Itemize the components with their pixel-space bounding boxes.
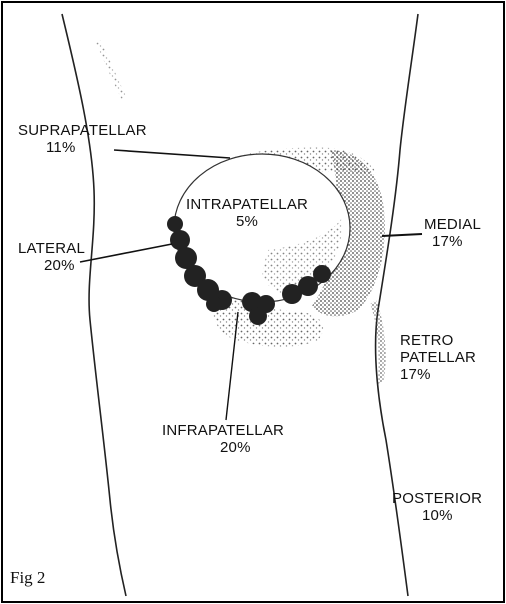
- posterior-name: POSTERIOR: [392, 490, 482, 507]
- retropatellar-name-line2: PATELLAR: [400, 349, 476, 366]
- intrapatellar-name: INTRAPATELLAR: [186, 196, 308, 213]
- medial-percent: 17%: [432, 233, 481, 250]
- label-medial: MEDIAL 17%: [424, 216, 481, 250]
- medial-leader: [382, 234, 422, 236]
- figure-caption: Fig 2: [10, 568, 45, 588]
- label-infrapatellar: INFRAPATELLAR 20%: [162, 422, 284, 456]
- label-posterior: POSTERIOR 10%: [392, 490, 482, 524]
- lateral-percent: 20%: [44, 257, 85, 274]
- posterior-percent: 10%: [422, 507, 482, 524]
- label-lateral: LATERAL 20%: [18, 240, 85, 274]
- intrapatellar-percent: 5%: [186, 213, 308, 230]
- suprapatellar-name: SUPRAPATELLAR: [18, 122, 147, 139]
- retropatellar-percent: 17%: [400, 366, 476, 383]
- label-intrapatellar: INTRAPATELLAR 5%: [186, 196, 308, 230]
- label-suprapatellar: SUPRAPATELLAR 11%: [18, 122, 147, 156]
- lateral-name: LATERAL: [18, 240, 85, 257]
- suprapatellar-percent: 11%: [46, 139, 147, 156]
- lateral-leader: [80, 244, 172, 262]
- infrapatellar-percent: 20%: [220, 439, 284, 456]
- medial-name: MEDIAL: [424, 216, 481, 233]
- leg-outline-left: [62, 14, 126, 596]
- label-retropatellar: RETRO PATELLAR 17%: [400, 332, 476, 383]
- retropatellar-name-line1: RETRO: [400, 332, 476, 349]
- infrapatellar-name: INFRAPATELLAR: [162, 422, 284, 439]
- thigh-shading: [96, 40, 126, 100]
- retropatellar-region: [370, 300, 386, 384]
